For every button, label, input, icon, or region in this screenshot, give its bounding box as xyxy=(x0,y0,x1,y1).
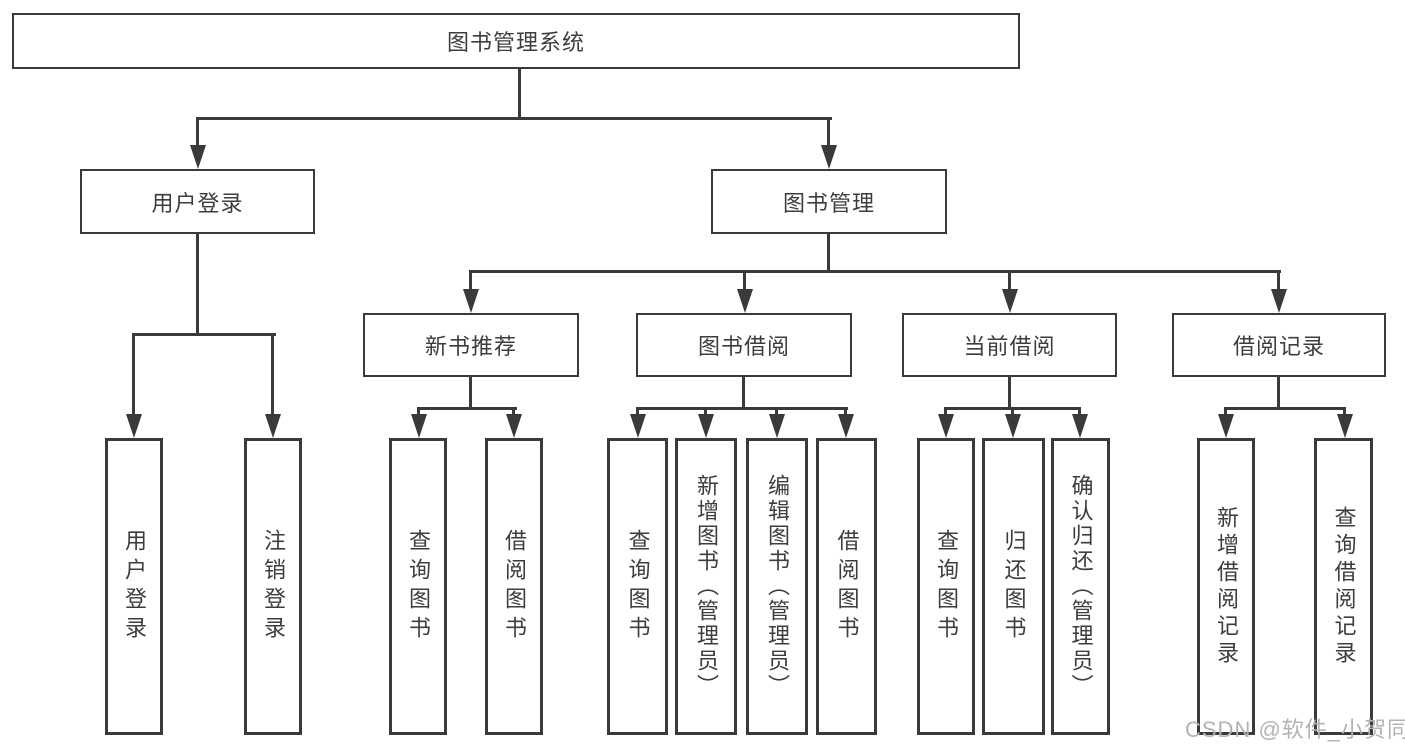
connector-leaf xyxy=(944,407,947,418)
node-label: 借阅记录 xyxy=(1232,334,1325,359)
leaf-label: 查询图书 xyxy=(625,528,651,645)
leaf-current-confirm-return-admin: 确认归还（管理员） xyxy=(1051,438,1110,735)
node-library-management-system: 图书管理系统 xyxy=(12,13,1020,69)
connector-to-borrowing-records xyxy=(1277,270,1280,295)
node-current-borrowing: 当前借阅 xyxy=(902,313,1117,377)
leaf-records-query-borrow-record: 查询借阅记录 xyxy=(1314,438,1373,735)
arrow-down-icon xyxy=(1218,414,1234,438)
connector-root-hbar xyxy=(196,117,832,120)
connector-borrowing-records-hbar xyxy=(1224,407,1346,410)
connector-leaf xyxy=(512,407,515,418)
leaf-label: 归还图书 xyxy=(1001,528,1027,645)
arrow-down-icon xyxy=(1072,414,1088,438)
leaf-label: 借阅图书 xyxy=(502,528,527,645)
leaf-label: 用户登录 xyxy=(122,528,147,645)
connector-leaf xyxy=(417,407,420,418)
leaf-records-add-borrow-record: 新增借阅记录 xyxy=(1197,438,1255,735)
arrow-down-icon xyxy=(630,414,646,438)
connector-leaf xyxy=(1224,407,1227,418)
arrow-down-icon xyxy=(506,414,522,438)
arrow-down-icon xyxy=(838,414,854,438)
connector-new-book-hbar xyxy=(417,407,517,410)
arrow-down-icon xyxy=(126,414,142,438)
node-label: 当前借阅 xyxy=(963,334,1056,359)
node-label: 图书管理 xyxy=(782,190,875,216)
connector-to-leaf-logout xyxy=(271,333,274,418)
leaf-label: 编辑图书（管理员） xyxy=(765,474,790,699)
leaf-borrowing-borrow-books: 借阅图书 xyxy=(816,438,877,735)
arrow-down-icon xyxy=(463,289,479,313)
connector-book-borrowing-stem xyxy=(742,376,745,410)
leaf-label: 注销登录 xyxy=(261,528,286,645)
connector-leaf xyxy=(1011,407,1014,418)
leaf-label: 新增借阅记录 xyxy=(1214,505,1239,668)
arrow-down-icon xyxy=(1271,289,1287,313)
arrow-down-icon xyxy=(265,414,281,438)
leaf-logout: 注销登录 xyxy=(244,438,302,735)
node-new-book-recommendation: 新书推荐 xyxy=(363,313,579,377)
node-user-login: 用户登录 xyxy=(80,169,315,234)
node-borrowing-records: 借阅记录 xyxy=(1172,313,1386,377)
leaf-borrowing-query-books: 查询图书 xyxy=(607,438,668,735)
arrow-down-icon xyxy=(1002,289,1018,313)
arrow-down-icon xyxy=(411,414,427,438)
node-book-management: 图书管理 xyxy=(711,169,947,234)
leaf-label: 查询借阅记录 xyxy=(1331,505,1357,668)
connector-to-current-borrowing xyxy=(1008,270,1011,295)
leaf-current-return-books: 归还图书 xyxy=(982,438,1045,735)
connector-to-user-login xyxy=(196,117,199,149)
leaf-label: 借阅图书 xyxy=(834,528,860,645)
arrow-down-icon xyxy=(938,414,954,438)
csdn-watermark: CSDN @软件_小贺同学 xyxy=(1185,717,1405,742)
connector-current-borrowing-stem xyxy=(1008,376,1011,410)
leaf-borrowing-add-book-admin: 新增图书（管理员） xyxy=(675,438,737,735)
connector-leaf xyxy=(1078,407,1081,418)
connector-leaf xyxy=(844,407,847,418)
leaf-label: 查询图书 xyxy=(406,528,431,645)
leaf-label: 新增图书（管理员） xyxy=(694,474,719,699)
connector-root-stem xyxy=(518,67,521,119)
leaf-newbook-query-books: 查询图书 xyxy=(389,438,447,735)
connector-book-management-stem xyxy=(827,234,830,273)
leaf-borrowing-edit-book-admin: 编辑图书（管理员） xyxy=(746,438,808,735)
connector-to-new-book xyxy=(469,270,472,295)
node-label: 图书管理系统 xyxy=(446,30,585,55)
node-book-borrowing: 图书借阅 xyxy=(636,313,852,377)
leaf-newbook-borrow-books: 借阅图书 xyxy=(485,438,543,735)
leaf-label: 查询图书 xyxy=(934,528,959,645)
connector-borrowing-records-stem xyxy=(1277,376,1280,410)
leaf-current-query-books: 查询图书 xyxy=(917,438,975,735)
leaf-label: 确认归还（管理员） xyxy=(1068,474,1094,699)
connector-leaf xyxy=(1343,407,1346,418)
arrow-down-icon xyxy=(737,289,753,313)
arrow-down-icon xyxy=(1005,414,1021,438)
connector-user-login-stem xyxy=(196,234,199,336)
node-label: 图书借阅 xyxy=(697,334,790,359)
node-label: 用户登录 xyxy=(151,190,244,216)
connector-book-borrowing-hbar xyxy=(636,407,848,410)
connector-leaf xyxy=(636,407,639,418)
connector-to-book-management xyxy=(827,117,830,149)
leaf-user-login: 用户登录 xyxy=(105,438,163,735)
connector-user-login-hbar xyxy=(132,333,276,336)
connector-book-management-hbar xyxy=(469,270,1281,273)
connector-to-leaf-user-login xyxy=(132,333,135,418)
connector-leaf xyxy=(775,407,778,418)
node-label: 新书推荐 xyxy=(424,334,517,359)
connector-to-book-borrowing xyxy=(743,270,746,295)
arrow-down-icon xyxy=(821,145,837,169)
arrow-down-icon xyxy=(698,414,714,438)
connector-leaf xyxy=(704,407,707,418)
connector-new-book-stem xyxy=(469,376,472,410)
arrow-down-icon xyxy=(1337,414,1353,438)
arrow-down-icon xyxy=(769,414,785,438)
arrow-down-icon xyxy=(190,145,206,169)
